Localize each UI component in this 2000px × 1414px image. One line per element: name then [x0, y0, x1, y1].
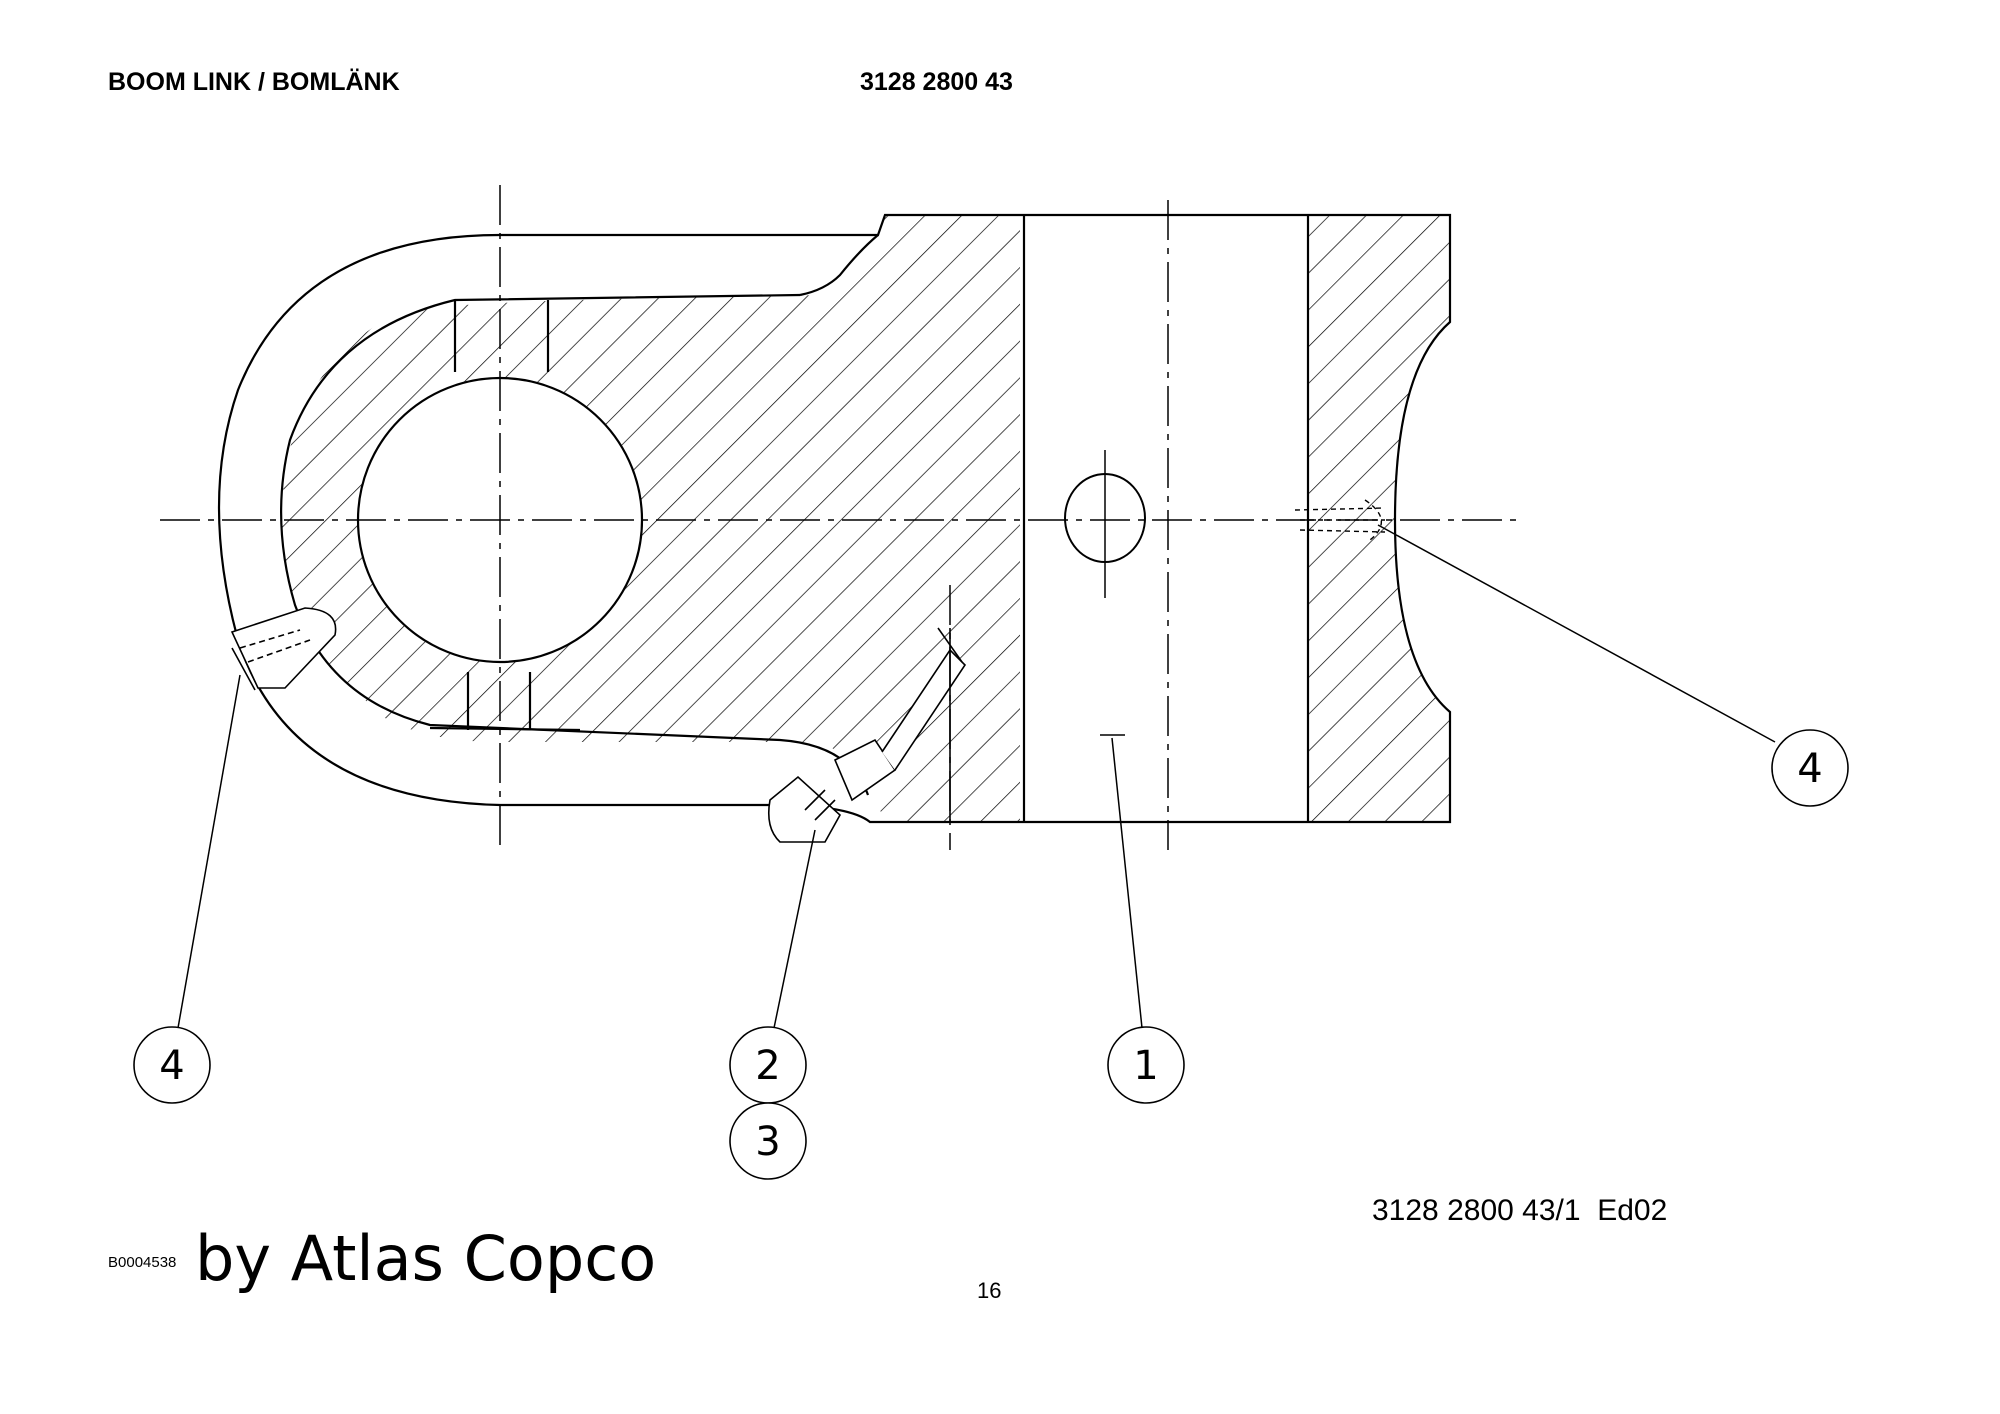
hatched-body [281, 215, 1450, 822]
page-title: BOOM LINK / BOMLÄNK [108, 68, 400, 96]
callout-balloon: 1 [1107, 1026, 1185, 1104]
figure-id: B0004538 [108, 1254, 177, 1271]
part-number: 3128 2800 43 [860, 68, 1013, 96]
page-number: 16 [977, 1278, 1002, 1303]
callout-balloon: 2 [729, 1026, 807, 1104]
center-lines [160, 185, 1520, 850]
grease-fitting-right [1294, 499, 1386, 541]
drawing-reference: 3128 2800 43/1 Ed02 [1372, 1194, 1668, 1227]
callout-label: 2 [755, 1043, 780, 1089]
grease-nipple-left [230, 607, 337, 691]
callout-label: 1 [1133, 1043, 1158, 1089]
callout-balloon: 4 [133, 1026, 211, 1104]
callout-balloon: 4 [1771, 729, 1849, 807]
callout-label: 4 [159, 1043, 184, 1089]
brand-text: by Atlas Copco [195, 1222, 657, 1295]
callout-label: 4 [1797, 746, 1822, 792]
callout-balloon: 3 [729, 1102, 807, 1180]
leader-lines [177, 524, 1776, 1029]
callout-label: 3 [755, 1119, 780, 1165]
